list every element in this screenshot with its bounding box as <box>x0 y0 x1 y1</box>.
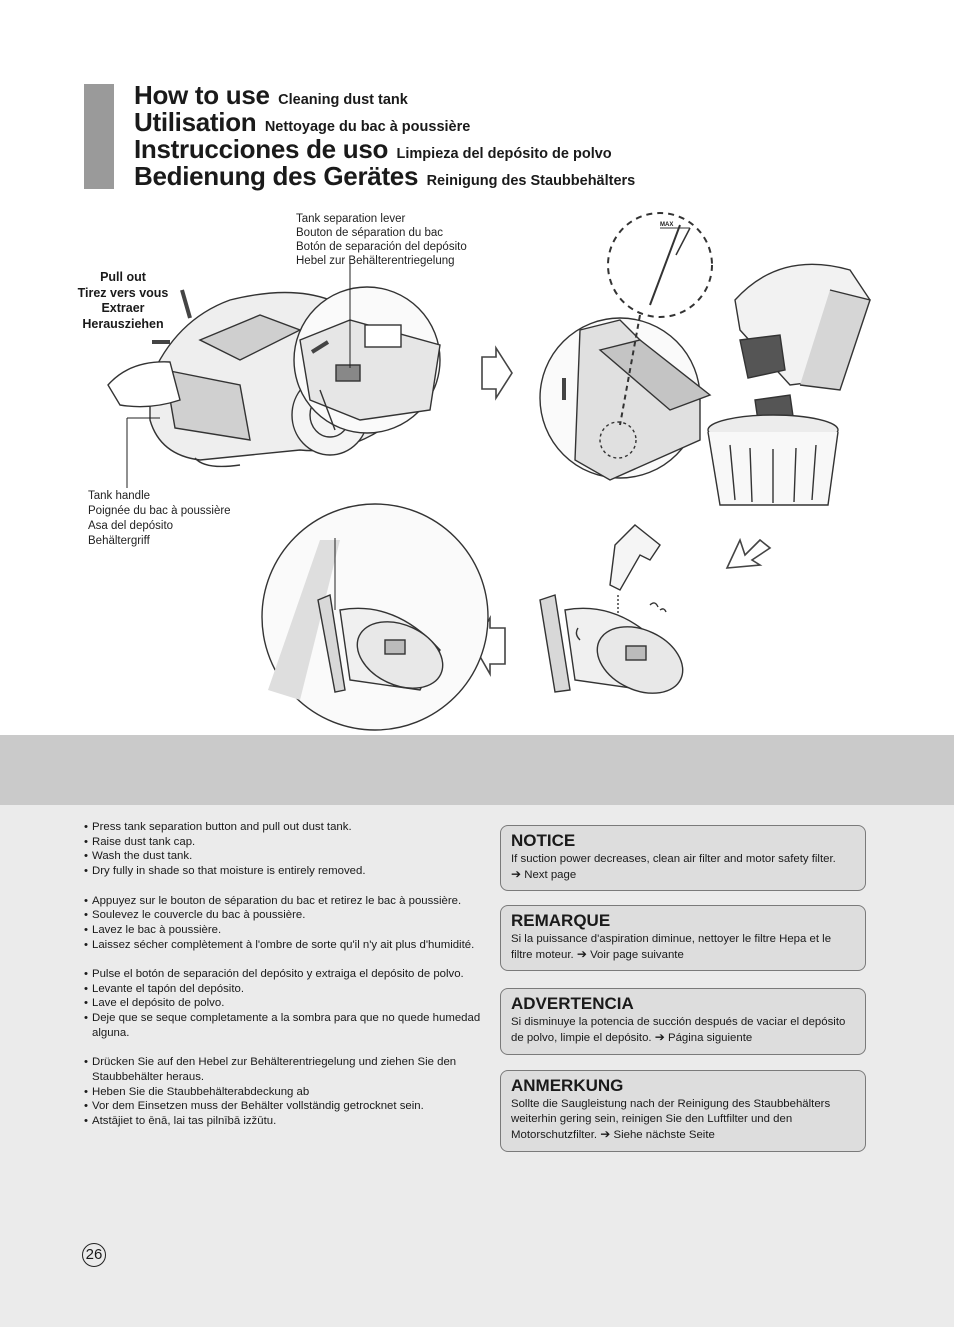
list-item: Appuyez sur le bouton de séparation du b… <box>84 894 489 909</box>
faucet <box>609 524 661 591</box>
hand <box>107 361 181 408</box>
title-main-de: Bedienung des Gerätes <box>134 161 419 191</box>
notice-box: NOTICE If suction power decreases, clean… <box>500 825 866 891</box>
arrow-right-icon: ➔ <box>511 867 522 881</box>
lever-label-de: Hebel zur Behälterentriegelung <box>296 255 455 267</box>
tank-separation-lever-label: Tank separation lever Bouton de séparati… <box>296 212 467 268</box>
list-item: Lave el depósito de polvo. <box>84 996 489 1011</box>
instructions-en: Press tank separation button and pull ou… <box>84 820 489 879</box>
title-sub-fr: Nettoyage du bac à poussière <box>264 119 471 135</box>
list-item: Press tank separation button and pull ou… <box>84 820 489 835</box>
title-sub-de: Reinigung des Staubbehälters <box>426 173 636 189</box>
list-item: Laissez sécher complètement à l'ombre de… <box>84 938 489 953</box>
instructions-fr: Appuyez sur le bouton de séparation du b… <box>84 894 489 953</box>
list-item: Atstājiet to ēnā, lai tas pilnībā izžūtu… <box>84 1114 489 1129</box>
list-item: Levante el tapón del depósito. <box>84 982 489 997</box>
list-item: Soulevez le couvercle du bac à poussière… <box>84 908 489 923</box>
advertencia-body: Si disminuye la potencia de succión desp… <box>511 1016 846 1044</box>
tank-handle-label: Tank handle Poignée du bac à poussière A… <box>88 489 231 549</box>
pull-label-de: Herausziehen <box>82 316 164 331</box>
instructions-list: Press tank separation button and pull ou… <box>84 820 489 1143</box>
pull-label-fr: Tirez vers vous <box>77 285 169 300</box>
page-number: 26 <box>82 1243 106 1267</box>
title-line-de: Bedienung des Gerätes Reinigung des Stau… <box>134 163 635 190</box>
title-main-en: How to use <box>134 80 270 110</box>
instructions-de: Drücken Sie auf den Hebel zur Behälteren… <box>84 1055 489 1129</box>
title-line-fr: Utilisation Nettoyage du bac à poussière <box>134 109 635 136</box>
remarque-box: REMARQUE Si la puissance d'aspiration di… <box>500 905 866 971</box>
notice-text: If suction power decreases, clean air fi… <box>511 852 855 883</box>
anmerkung-text: Sollte die Saugleistung nach der Reinigu… <box>511 1097 855 1143</box>
arrow-right-icon: ➔ <box>600 1127 611 1141</box>
section-divider-band <box>0 735 954 805</box>
remarque-text: Si la puissance d'aspiration diminue, ne… <box>511 932 855 963</box>
notice-body: If suction power decreases, clean air fi… <box>511 853 836 865</box>
list-item: Pulse el botón de separación del depósit… <box>84 967 489 982</box>
anmerkung-body: Sollte die Saugleistung nach der Reinigu… <box>511 1098 831 1141</box>
dust-tank <box>164 369 251 441</box>
anmerkung-link: Siehe nächste Seite <box>613 1129 715 1141</box>
max-mark: MAX <box>660 222 674 228</box>
title-main-fr: Utilisation <box>134 107 257 137</box>
handle-label-de: Behältergriff <box>88 535 150 547</box>
title-sub-es: Limpieza del depósito de polvo <box>396 146 612 162</box>
list-item: Wash the dust tank. <box>84 849 489 864</box>
pull-label-es: Extraer <box>101 301 145 315</box>
remarque-link: Voir page suivante <box>590 949 684 961</box>
advertencia-text: Si disminuye la potencia de succión desp… <box>511 1015 855 1046</box>
arrow-right-icon <box>481 345 513 401</box>
title-main-es: Instrucciones de uso <box>134 134 389 164</box>
list-item: Heben Sie die Staubbehälterabdeckung ab <box>84 1085 489 1100</box>
pull-label-en: Pull out <box>100 270 146 284</box>
list-item: Deje que se seque completamente a la som… <box>84 1011 489 1040</box>
title-line-es: Instrucciones de uso Limpieza del depósi… <box>134 136 635 163</box>
arrow-right-icon: ➔ <box>576 947 587 961</box>
lever-label-en: Tank separation lever <box>296 213 406 225</box>
handle-label-es: Asa del depósito <box>88 520 174 532</box>
lever-label-fr: Bouton de séparation du bac <box>296 227 444 239</box>
advertencia-box: ADVERTENCIA Si disminuye la potencia de … <box>500 988 866 1055</box>
anmerkung-title: ANMERKUNG <box>511 1076 624 1095</box>
title-accent-bar <box>84 84 114 189</box>
title-line-en: How to use Cleaning dust tank <box>134 82 635 109</box>
instructions-es: Pulse el botón de separación del depósit… <box>84 967 489 1041</box>
anmerkung-box: ANMERKUNG Sollte die Saugleistung nach d… <box>500 1070 866 1152</box>
lever-button <box>335 364 361 382</box>
title-sub-en: Cleaning dust tank <box>278 92 408 108</box>
notice-title: NOTICE <box>511 831 576 850</box>
pull-out-label: Pull out Tirez vers vous Extraer Herausz… <box>62 270 184 332</box>
max-indicator-circle <box>607 212 713 318</box>
page-title-block: How to use Cleaning dust tank Utilisatio… <box>134 82 635 190</box>
dust-clump <box>739 334 786 379</box>
list-item: Dry fully in shade so that moisture is e… <box>84 864 489 879</box>
arrow-right-icon: ➔ <box>654 1030 665 1044</box>
cleaning-illustration <box>107 212 871 731</box>
handle-label-fr: Poignée du bac à poussière <box>88 505 231 517</box>
list-item: Drücken Sie auf den Hebel zur Behälteren… <box>84 1055 489 1084</box>
arrow-left-icon <box>473 614 506 678</box>
list-item: Raise dust tank cap. <box>84 835 489 850</box>
remarque-body: Si la puissance d'aspiration diminue, ne… <box>511 933 832 961</box>
list-item: Vor dem Einsetzen muss der Behälter voll… <box>84 1099 489 1114</box>
advertencia-title: ADVERTENCIA <box>511 994 634 1013</box>
remarque-title: REMARQUE <box>511 911 611 930</box>
arrow-down-left-icon <box>725 537 772 569</box>
advertencia-link: Página siguiente <box>667 1032 753 1044</box>
handle-label-en: Tank handle <box>88 490 151 502</box>
list-item: Lavez le bac à poussière. <box>84 923 489 938</box>
notice-link: Next page <box>524 869 577 881</box>
lever-label-es: Botón de separación del depósito <box>296 241 467 253</box>
